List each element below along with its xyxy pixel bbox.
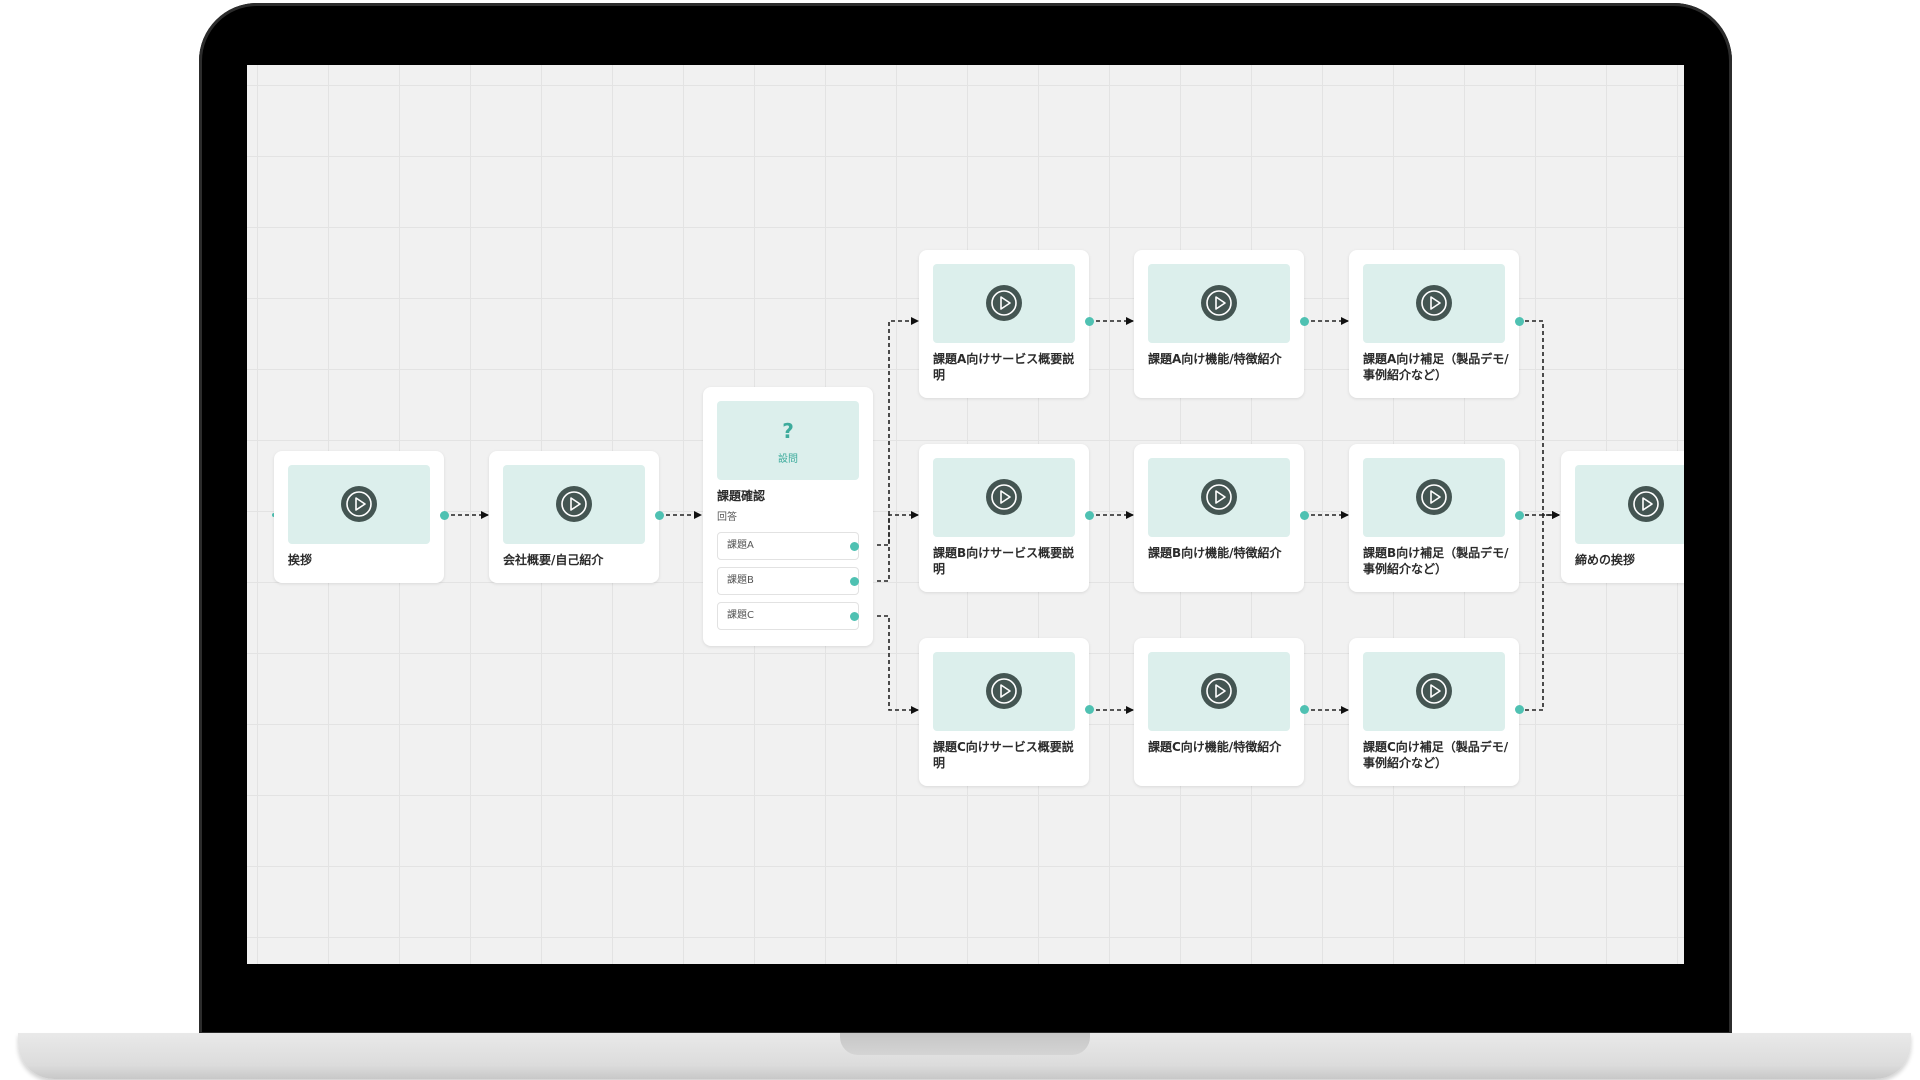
play-icon[interactable]	[341, 486, 377, 522]
edge-answer-a	[877, 317, 919, 546]
video-thumbnail	[933, 264, 1075, 343]
question-icon: ?	[782, 419, 794, 443]
video-node-b3[interactable]: 課題B向け補足（製品デモ/事例紹介など）	[1349, 444, 1524, 592]
answer-port[interactable]	[850, 612, 859, 621]
node-title: 課題B向け機能/特徴紹介	[1148, 546, 1282, 560]
video-thumbnail	[503, 465, 645, 544]
output-port[interactable]	[440, 511, 449, 520]
output-port[interactable]	[655, 511, 664, 520]
output-port[interactable]	[1300, 317, 1309, 326]
question-title: 課題確認	[717, 489, 766, 503]
node-title: 課題A向け機能/特徴紹介	[1148, 352, 1282, 366]
video-node-a3[interactable]: 課題A向け補足（製品デモ/事例紹介など）	[1349, 250, 1524, 398]
play-icon[interactable]	[1628, 486, 1664, 522]
video-thumbnail	[1363, 652, 1505, 731]
play-icon[interactable]	[986, 673, 1022, 709]
video-thumbnail	[1363, 264, 1505, 343]
video-node-c3[interactable]: 課題C向け補足（製品デモ/事例紹介など）	[1349, 638, 1524, 786]
output-port[interactable]	[1300, 511, 1309, 520]
answer-port[interactable]	[850, 542, 859, 551]
video-thumbnail	[933, 458, 1075, 537]
question-header: ? 設問	[717, 401, 859, 480]
output-port[interactable]	[1515, 317, 1524, 326]
answer-option-b[interactable]: 課題B	[717, 567, 859, 595]
node-title: 課題C向けサービス概要説明	[933, 740, 1074, 770]
video-node-b1[interactable]: 課題B向けサービス概要説明	[919, 444, 1094, 592]
answer-label: 課題A	[727, 540, 754, 551]
node-title: 挨拶	[288, 553, 313, 567]
play-icon[interactable]	[1201, 285, 1237, 321]
answer-option-c[interactable]: 課題C	[717, 602, 859, 630]
output-port[interactable]	[1300, 705, 1309, 714]
flow-connectors	[272, 317, 1560, 714]
video-thumbnail	[1575, 465, 1684, 544]
video-node-c1[interactable]: 課題C向けサービス概要説明	[919, 638, 1094, 786]
play-icon[interactable]	[1416, 673, 1452, 709]
output-port[interactable]	[1085, 705, 1094, 714]
node-title: 課題C向け機能/特徴紹介	[1148, 740, 1282, 754]
play-icon[interactable]	[1201, 479, 1237, 515]
video-node-closing[interactable]: 締めの挨拶	[1561, 451, 1684, 583]
play-icon[interactable]	[556, 486, 592, 522]
video-thumbnail	[933, 652, 1075, 731]
question-node[interactable]: ? 設問 課題確認 回答 課題A 課題B 課題C	[703, 387, 873, 646]
video-node-a2[interactable]: 課題A向け機能/特徴紹介	[1134, 250, 1309, 398]
video-node-company[interactable]: 会社概要/自己紹介	[489, 451, 664, 583]
video-node-a1[interactable]: 課題A向けサービス概要説明	[919, 250, 1094, 398]
question-type-label: 設問	[778, 454, 798, 465]
answer-label: 課題C	[727, 610, 754, 621]
play-icon[interactable]	[1201, 673, 1237, 709]
node-title: 締めの挨拶	[1575, 553, 1636, 567]
answer-option-a[interactable]: 課題A	[717, 532, 859, 560]
play-icon[interactable]	[1416, 285, 1452, 321]
play-icon[interactable]	[986, 285, 1022, 321]
edge-answer-c	[877, 615, 919, 714]
video-thumbnail	[1148, 264, 1290, 343]
question-subtitle: 回答	[717, 512, 737, 523]
edge-a3-closing	[1518, 320, 1560, 519]
node-title: 課題C向け補足（製品デモ/事例紹介など）	[1363, 740, 1509, 770]
video-node-greeting[interactable]: 挨拶	[274, 451, 449, 583]
output-port[interactable]	[1085, 511, 1094, 520]
play-icon[interactable]	[1416, 479, 1452, 515]
video-thumbnail	[1148, 652, 1290, 731]
laptop-notch	[840, 1033, 1090, 1055]
node-title: 課題A向けサービス概要説明	[933, 352, 1075, 382]
video-thumbnail	[288, 465, 430, 544]
video-thumbnail	[1363, 458, 1505, 537]
video-node-c2[interactable]: 課題C向け機能/特徴紹介	[1134, 638, 1309, 786]
laptop-base	[18, 1033, 1911, 1079]
edge-c3-closing	[1518, 511, 1560, 711]
video-node-b2[interactable]: 課題B向け機能/特徴紹介	[1134, 444, 1309, 592]
answer-port[interactable]	[850, 577, 859, 586]
laptop-lid: 挨拶 会社概要/自己紹介 ? 設問 課題確認 回答 課題A	[199, 3, 1732, 1035]
output-port[interactable]	[1515, 511, 1524, 520]
node-title: 課題B向けサービス概要説明	[933, 546, 1075, 576]
node-title: 課題A向け補足（製品デモ/事例紹介など）	[1363, 352, 1509, 382]
play-icon[interactable]	[986, 479, 1022, 515]
node-title: 会社概要/自己紹介	[503, 553, 604, 567]
output-port[interactable]	[1515, 705, 1524, 714]
node-title: 課題B向け補足（製品デモ/事例紹介など）	[1363, 546, 1509, 576]
flow-editor-canvas[interactable]: 挨拶 会社概要/自己紹介 ? 設問 課題確認 回答 課題A	[247, 65, 1684, 964]
answer-label: 課題B	[727, 575, 754, 586]
video-thumbnail	[1148, 458, 1290, 537]
output-port[interactable]	[1085, 317, 1094, 326]
edge-answer-b	[877, 511, 919, 582]
